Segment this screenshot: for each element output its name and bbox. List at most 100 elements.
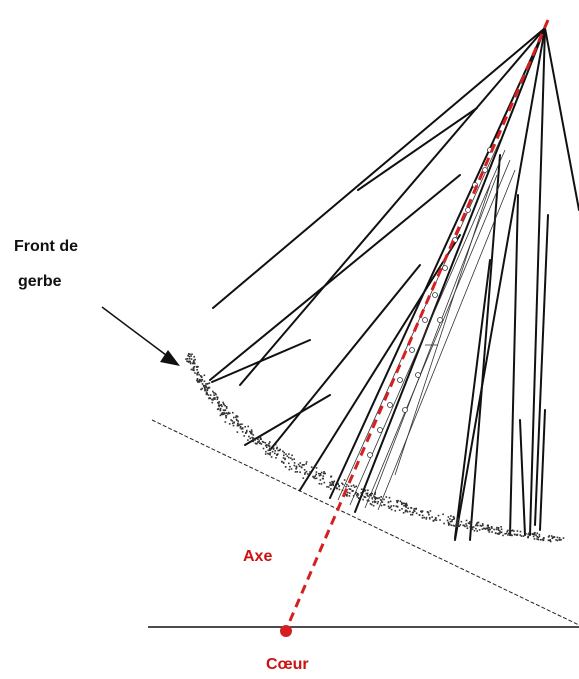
- front-particle: [500, 528, 503, 531]
- front-particle: [235, 415, 238, 417]
- front-particle: [224, 404, 226, 407]
- shower-axis-line: [284, 19, 550, 631]
- front-arrow-head: [160, 350, 180, 366]
- front-particle: [369, 494, 371, 496]
- front-particle: [326, 486, 328, 488]
- front-particle: [240, 428, 243, 430]
- front-particle: [200, 380, 203, 383]
- front-particle: [207, 394, 210, 396]
- front-particle: [410, 513, 412, 516]
- front-particle: [319, 473, 322, 475]
- front-particle: [314, 475, 317, 477]
- front-particle: [226, 413, 229, 415]
- front-particle: [506, 530, 508, 533]
- front-particle: [238, 424, 241, 426]
- front-particle: [423, 516, 425, 519]
- front-particle: [193, 362, 195, 364]
- front-particle: [387, 501, 390, 503]
- front-particle: [314, 477, 316, 480]
- front-particle: [252, 434, 255, 436]
- front-particle: [502, 534, 504, 537]
- front-particle: [449, 518, 451, 520]
- front-particle: [282, 457, 285, 459]
- front-particle: [411, 513, 414, 516]
- front-particle: [549, 540, 552, 543]
- front-particle: [537, 538, 540, 541]
- front-particle: [421, 511, 423, 513]
- front-particle: [516, 530, 519, 532]
- front-particle: [437, 514, 440, 517]
- front-particle: [270, 456, 273, 458]
- front-particle: [330, 483, 332, 485]
- front-particle: [196, 373, 198, 376]
- front-particle: [261, 440, 264, 443]
- front-particle: [225, 415, 228, 417]
- front-particle: [345, 485, 347, 488]
- core-particle-markers: [367, 147, 493, 458]
- front-particle: [446, 519, 449, 522]
- front-particle: [264, 442, 267, 444]
- front-particle: [383, 504, 385, 506]
- front-particle: [538, 533, 541, 536]
- front-particle: [249, 437, 252, 440]
- front-particle: [188, 353, 190, 355]
- front-particle: [208, 397, 210, 400]
- front-particle: [555, 539, 557, 541]
- front-particle: [252, 438, 254, 441]
- front-particle: [219, 409, 222, 412]
- front-particle: [214, 398, 216, 400]
- front-particle: [380, 496, 382, 498]
- front-particle: [290, 457, 292, 459]
- front-particle: [203, 374, 206, 377]
- front-particle: [212, 397, 215, 400]
- front-particle: [218, 401, 220, 403]
- front-particle: [231, 420, 234, 422]
- front-particle: [257, 441, 259, 443]
- front-arrow-line: [101, 306, 171, 359]
- front-particle: [536, 538, 538, 540]
- front-particle: [357, 494, 360, 496]
- front-particle: [205, 391, 208, 393]
- front-particle: [355, 491, 357, 494]
- front-particle: [329, 481, 331, 484]
- front-particle: [217, 401, 219, 404]
- front-particle: [355, 485, 357, 488]
- front-particle: [300, 466, 303, 468]
- front-particle: [201, 387, 203, 390]
- front-particle: [456, 523, 458, 526]
- front-particle: [310, 466, 313, 468]
- front-particle: [193, 369, 195, 372]
- front-particle: [319, 479, 322, 481]
- front-particle: [337, 482, 339, 485]
- front-particle: [465, 519, 468, 522]
- front-particle: [448, 523, 451, 525]
- front-particle: [410, 507, 413, 509]
- front-particle: [330, 488, 332, 490]
- front-particle: [370, 494, 372, 497]
- front-particle: [443, 522, 445, 525]
- front-particle: [200, 388, 202, 391]
- front-particle: [533, 533, 535, 536]
- front-particle: [218, 405, 220, 408]
- front-particle: [197, 381, 199, 383]
- front-particle: [211, 398, 214, 401]
- front-particle: [338, 488, 341, 491]
- front-particle: [369, 493, 372, 495]
- front-particle: [519, 530, 522, 533]
- front-particle: [342, 483, 344, 486]
- front-particle: [467, 522, 470, 524]
- front-particle: [323, 481, 326, 484]
- front-particle: [252, 440, 255, 443]
- front-particle: [191, 353, 193, 355]
- front-particle: [513, 530, 515, 532]
- front-particle: [356, 494, 358, 496]
- front-particle: [322, 475, 325, 477]
- front-particle: [269, 441, 271, 443]
- front-particle: [388, 507, 390, 509]
- front-particle: [435, 519, 438, 521]
- front-particle: [374, 497, 376, 499]
- front-particle: [221, 405, 223, 408]
- front-particle: [466, 525, 468, 527]
- front-particle: [536, 532, 539, 535]
